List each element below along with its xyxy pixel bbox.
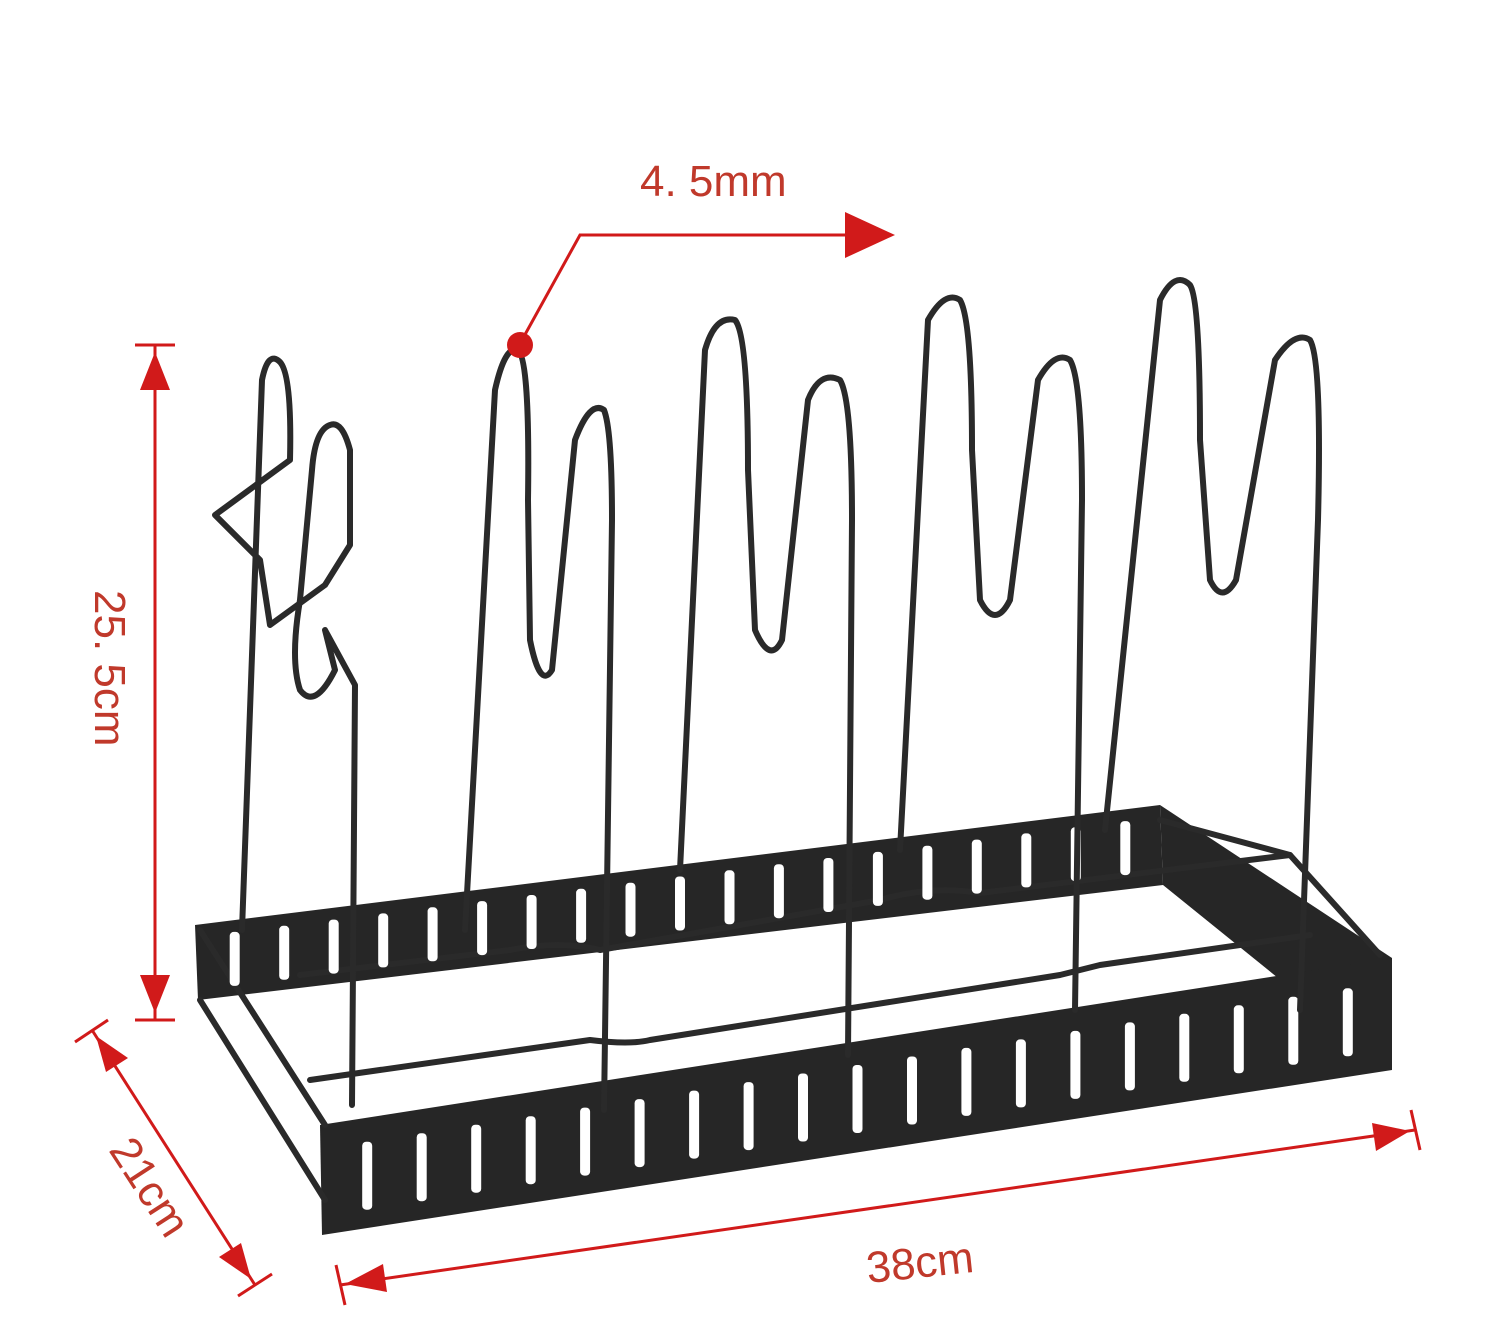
- rack-front-slot: [1179, 1013, 1190, 1082]
- width-dimension-right-arrowhead: [1372, 1123, 1410, 1151]
- rack-back-slot: [872, 851, 883, 906]
- rack-front-slots: [362, 988, 1353, 1210]
- wire-diameter-callout: 4. 5mm: [507, 157, 895, 358]
- rack-back-slot: [477, 901, 488, 956]
- rack-front-slot: [907, 1056, 917, 1125]
- width-dimension-left-tick: [334, 1264, 347, 1306]
- rack-back-slot: [576, 888, 587, 943]
- depth-dimension-bottom-arrowhead: [219, 1243, 251, 1279]
- divider-2: [462, 346, 615, 1113]
- rack-front-slot: [689, 1090, 700, 1159]
- rack-front-slot: [1342, 988, 1353, 1057]
- height-dimension-label: 25. 5cm: [85, 590, 134, 747]
- rack-left-rail-bottom: [197, 997, 328, 1203]
- rack-back-slot: [427, 907, 438, 962]
- rack-back-slot: [328, 919, 339, 974]
- rack-back-slot: [625, 882, 636, 937]
- rack-front-slot: [1015, 1039, 1026, 1108]
- divider-3: [677, 316, 855, 1058]
- wire-diameter-arrowhead: [845, 212, 895, 258]
- rack-back-slot: [279, 925, 290, 980]
- divider-5: [1102, 277, 1322, 1013]
- width-dimension-left-arrowhead: [345, 1264, 387, 1292]
- rack-back-slot: [823, 858, 834, 912]
- rack-left-rail-top: [197, 927, 328, 1128]
- rack-back-slot: [922, 845, 933, 900]
- wire-diameter-label: 4. 5mm: [640, 157, 787, 206]
- rack-back-slot: [1021, 833, 1032, 888]
- rack-front-slot: [471, 1124, 482, 1193]
- width-dimension-label: 38cm: [864, 1233, 976, 1293]
- depth-dimension-top-tick: [74, 1018, 109, 1044]
- wire-diameter-leader-line: [520, 233, 860, 341]
- width-dimension-line: [339, 1128, 1416, 1287]
- width-dimension-right-tick: [1409, 1109, 1422, 1151]
- rack-dividers: [212, 277, 1322, 1113]
- height-dimension-bottom-arrowhead: [140, 975, 170, 1013]
- height-dimension: 25. 5cm: [85, 343, 175, 1022]
- depth-dimension: 21cm: [74, 1018, 273, 1298]
- height-dimension-top-arrowhead: [140, 352, 170, 390]
- rack-front-slot: [1124, 1022, 1135, 1091]
- rack-back-slot: [675, 876, 685, 931]
- width-dimension: 38cm: [334, 1109, 1422, 1306]
- rack-front-slot: [798, 1073, 808, 1142]
- rack-front-slot: [416, 1133, 427, 1202]
- rack-front-slot: [961, 1047, 972, 1116]
- divider-1: [212, 355, 358, 1108]
- rack-front-slot: [852, 1065, 863, 1133]
- rack-back-slot: [526, 895, 537, 949]
- rack-inner-rail-3: [1157, 817, 1383, 958]
- depth-dimension-bottom-tick: [237, 1272, 273, 1298]
- rack-back-slot: [1120, 821, 1131, 876]
- wire-diameter-marker-dot: [507, 332, 533, 358]
- rack-back-slot: [971, 839, 982, 894]
- rack-front-slot: [1233, 1005, 1244, 1074]
- rack-back-slot: [229, 931, 240, 986]
- rack-base: [195, 805, 1392, 1235]
- rack-front-slot: [362, 1141, 373, 1210]
- divider-4: [897, 294, 1085, 1013]
- rack-front-slot: [1070, 1030, 1081, 1099]
- rack-front-slot: [1288, 996, 1299, 1065]
- rack-back-slot: [773, 864, 784, 919]
- depth-dimension-label: 21cm: [100, 1129, 200, 1246]
- rack-front-slot: [525, 1116, 536, 1185]
- depth-dimension-line: [90, 1029, 257, 1286]
- rack-front-slot: [580, 1107, 591, 1176]
- rack-back-slot: [378, 913, 389, 968]
- rack-back-slot: [724, 870, 735, 925]
- depth-dimension-top-arrowhead: [96, 1036, 128, 1072]
- rack-front-slot: [743, 1082, 754, 1151]
- rack-front-slot: [634, 1099, 645, 1168]
